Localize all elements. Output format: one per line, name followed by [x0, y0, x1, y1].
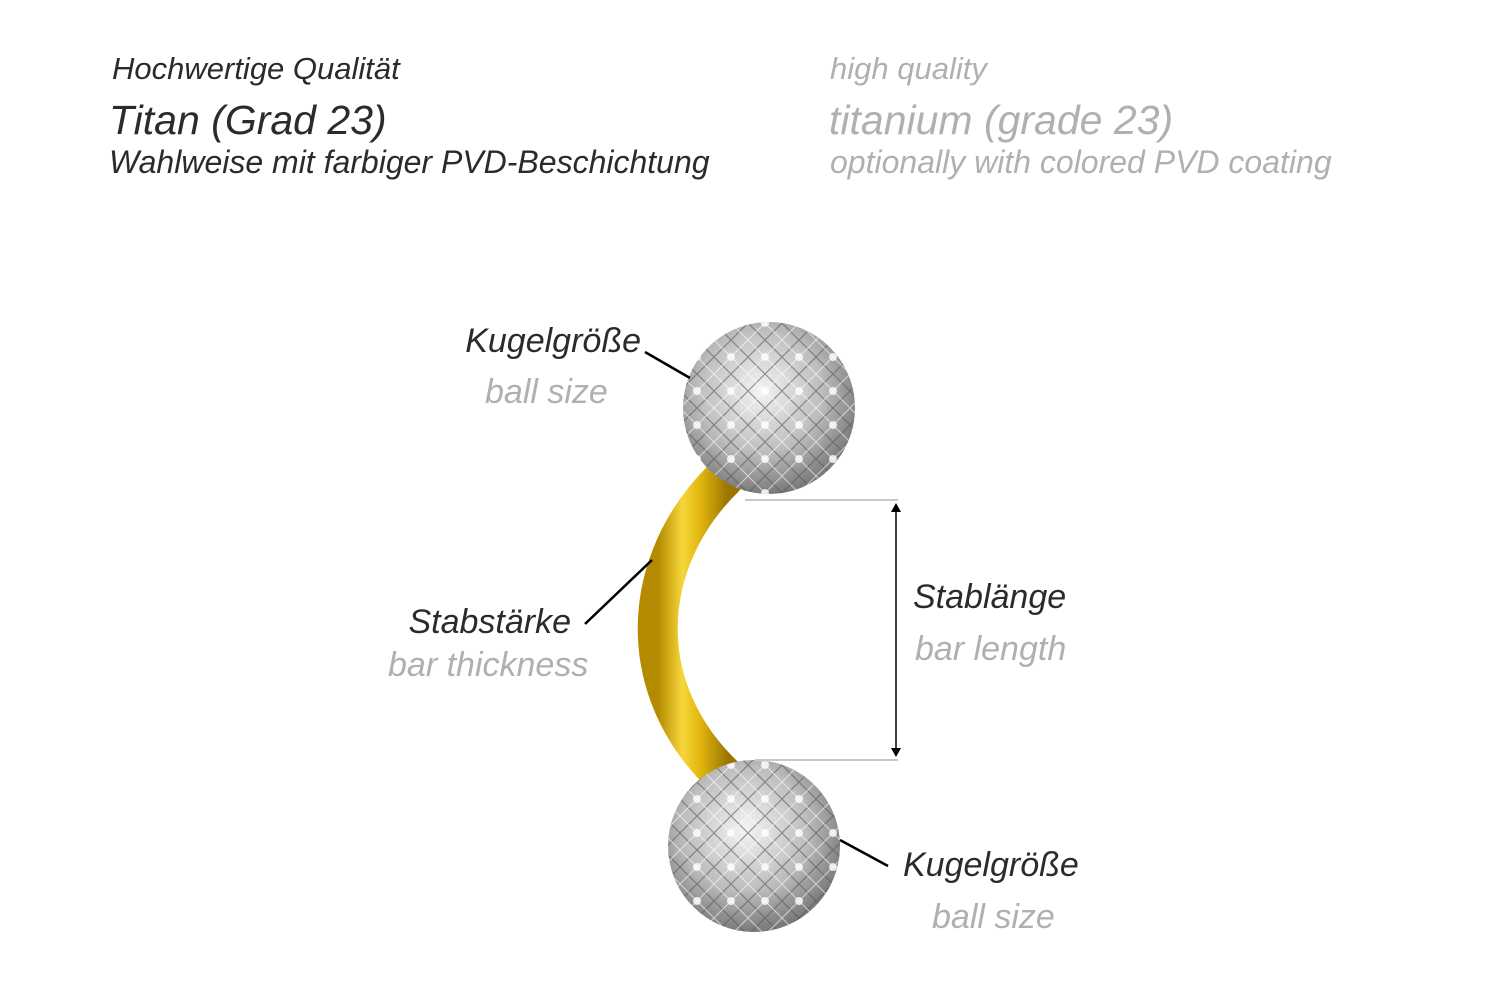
ball-bottom	[668, 760, 840, 932]
pointer-ball-top	[644, 350, 691, 380]
ball-top-label-de: Kugelgröße	[465, 322, 641, 360]
bar-length-label-en: bar length	[915, 630, 1067, 668]
curved-bar	[637, 458, 748, 800]
ball-top-label-en: ball size	[485, 373, 608, 411]
ball-top	[683, 322, 855, 494]
ball-bottom-label-en: ball size	[932, 898, 1055, 936]
quality-de: Hochwertige Qualität	[112, 51, 400, 86]
pointer-bar-thickness	[584, 559, 653, 625]
coating-en: optionally with colored PVD coating	[830, 144, 1332, 180]
material-de: Titan (Grad 23)	[109, 97, 387, 143]
bar-thickness-label-de: Stabstärke	[408, 603, 571, 641]
bar-length-label-de: Stablänge	[913, 578, 1067, 616]
coating-de: Wahlweise mit farbiger PVD-Beschichtung	[109, 144, 710, 180]
pointer-ball-bottom	[839, 838, 889, 868]
material-en: titanium (grade 23)	[829, 97, 1174, 143]
ball-bottom-label-de: Kugelgröße	[903, 846, 1079, 884]
quality-en: high quality	[830, 51, 987, 86]
bar-thickness-label-en: bar thickness	[388, 646, 589, 684]
